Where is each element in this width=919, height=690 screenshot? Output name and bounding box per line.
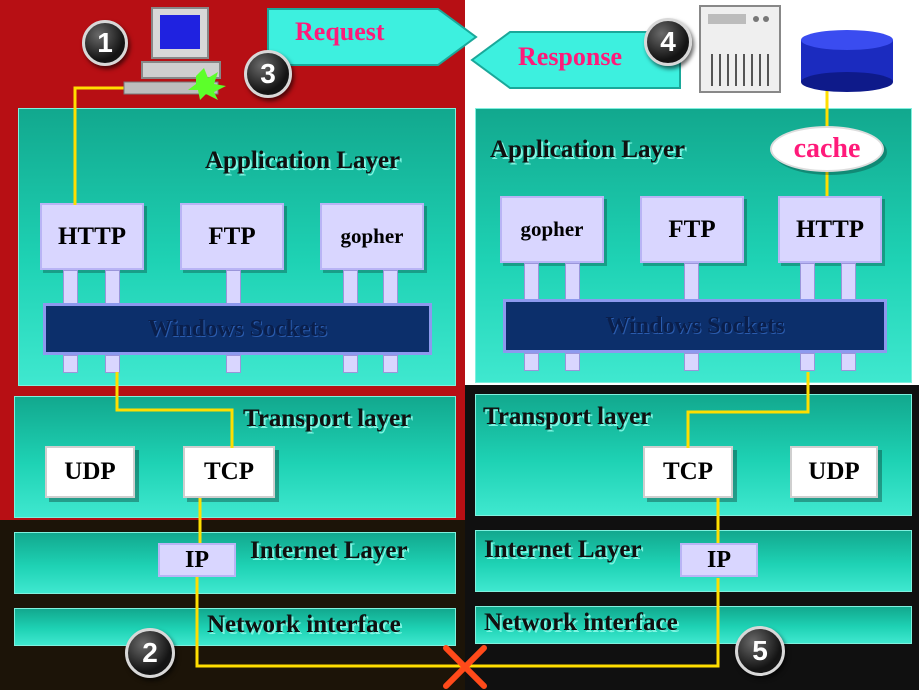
server-udp-box: UDP [790, 446, 878, 498]
server-transport-layer-label: Transport layer [483, 403, 652, 430]
wire-tcp-to-socket [686, 372, 810, 448]
server-tcp-box: TCP [643, 446, 733, 498]
client-network-interface-label: Network interface [207, 611, 401, 638]
client-ftp-box: FTP [180, 203, 284, 270]
socket-leg [383, 355, 398, 373]
client-windows-sockets: Windows Sockets [43, 303, 432, 355]
server-application-layer-label: Application Layer [490, 136, 686, 163]
client-network-interface [14, 608, 456, 646]
wire-socket-to-tcp [115, 372, 234, 448]
server-ftp-box: FTP [640, 196, 744, 263]
client-gopher-box: gopher [320, 203, 424, 270]
client-udp-box: UDP [45, 446, 135, 498]
request-label: Request [295, 17, 385, 46]
server-network-interface-label: Network interface [484, 609, 678, 636]
socket-leg [226, 355, 241, 373]
server-windows-sockets: Windows Sockets [503, 299, 887, 353]
cache-label: cache [793, 133, 861, 164]
response-arrow [470, 31, 681, 89]
client-tcp-box: TCP [183, 446, 275, 498]
socket-leg [684, 353, 699, 371]
step-2-badge: 2 [125, 628, 175, 678]
client-ip-box: IP [158, 543, 236, 577]
server-internet-layer-label: Internet Layer [484, 536, 642, 563]
step-5-badge: 5 [735, 626, 785, 676]
server-ip-box: IP [680, 543, 758, 577]
server-gopher-box: gopher [500, 196, 604, 263]
cache-oval: cache [770, 126, 884, 172]
step-4-badge: 4 [644, 18, 692, 66]
server-icon [699, 5, 781, 93]
client-http-box: HTTP [40, 203, 144, 270]
client-transport-layer-label: Transport layer [243, 405, 412, 432]
socket-leg [524, 353, 539, 371]
client-internet-layer-label: Internet Layer [250, 537, 408, 564]
response-label: Response [518, 42, 623, 71]
database-icon [801, 30, 893, 92]
wire-computer-to-http [73, 86, 205, 205]
server-network-interface [475, 606, 912, 644]
socket-leg [841, 353, 856, 371]
socket-leg [105, 355, 120, 373]
break-x-icon [443, 645, 487, 689]
step-3-badge: 3 [244, 50, 292, 98]
socket-leg [343, 355, 358, 373]
server-http-box: HTTP [778, 196, 882, 263]
wire-bottom-link [195, 576, 720, 668]
client-application-layer-label: Application Layer [205, 147, 401, 174]
socket-leg [565, 353, 580, 371]
socket-leg [800, 353, 815, 371]
computer-icon [123, 7, 226, 100]
socket-leg [63, 355, 78, 373]
step-1-badge: 1 [82, 20, 128, 66]
